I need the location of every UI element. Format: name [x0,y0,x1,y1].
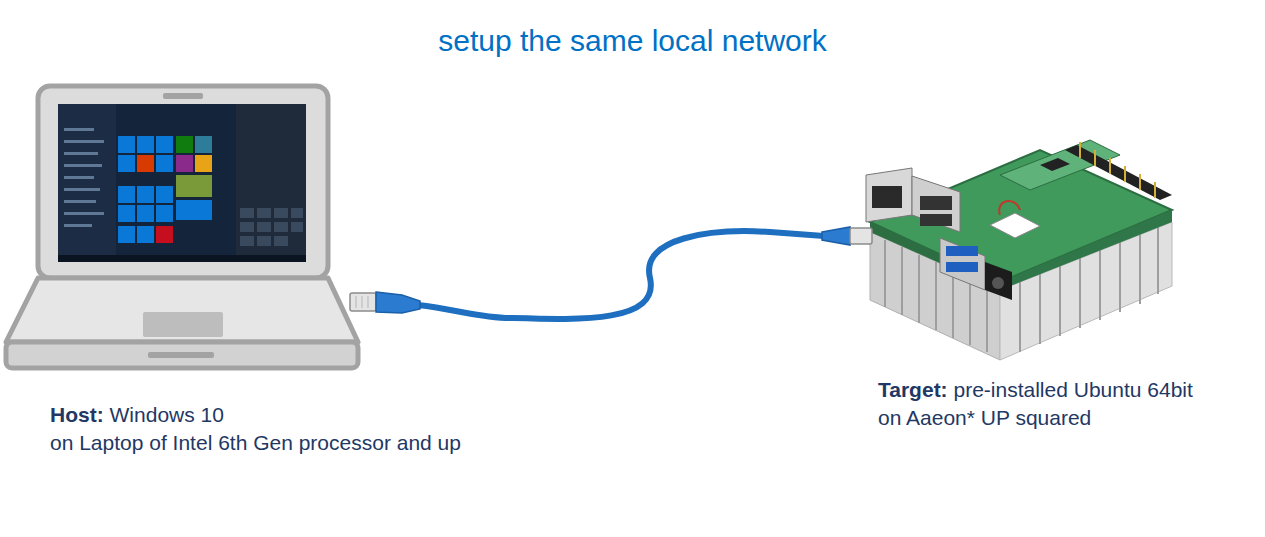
network-cable [510,227,872,319]
title: setup the same local network [438,24,827,57]
laptop-illustration [6,86,358,368]
target-board: Target: pre-installed Ubuntu 64bit on Aaeo… [872,160,1257,440]
node-caption: Host: Windows 10 on Laptop of Intel 6th Ge… [50,401,461,457]
plug-metal [850,228,872,244]
label-heading: Target: [878,378,948,401]
label-text: on Aaeon* UP squared [878,404,1193,432]
label-heading: Host: [50,403,104,426]
title-bar: setup the same local network [0,24,1265,58]
board-illustration [866,140,1172,360]
cable-plug [350,292,510,318]
plug-boot [822,227,850,245]
node-caption: Target: pre-installed Ubuntu 64bit on Aaeo… [878,376,1193,432]
label-text: Windows 10 [110,403,224,426]
host-laptop: Host: Windows 10 on Laptop of Intel 6th Ge… [0,85,510,461]
cable-line [510,231,824,319]
label-text: pre-installed Ubuntu 64bit [954,378,1193,401]
label-text: on Laptop of Intel 6th Gen processor and… [50,429,461,457]
